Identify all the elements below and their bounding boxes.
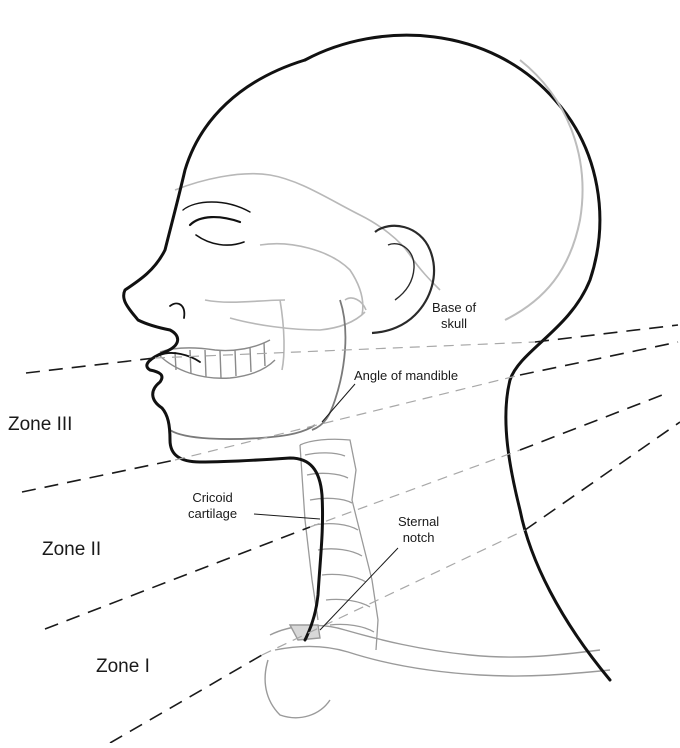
inner-skull-highlight xyxy=(505,60,583,320)
cricoid-cartilage-label: Cricoid cartilage xyxy=(188,490,237,522)
sternal-notch-leader xyxy=(320,548,398,630)
zone-iii-label: Zone III xyxy=(8,414,72,436)
zone-i-label: Zone I xyxy=(96,656,150,678)
zone-i-lower-line-back xyxy=(525,422,680,530)
sternal-notch-label: Sternal notch xyxy=(398,514,439,546)
cricoid-leader xyxy=(254,514,320,519)
skull-back-neck-outline xyxy=(305,35,610,680)
zone-ii-iii-boundary xyxy=(22,460,175,492)
ear xyxy=(372,226,434,333)
skull-outline xyxy=(175,174,440,370)
nose-mouth xyxy=(160,303,200,362)
clavicle-sternum xyxy=(265,625,610,718)
eye xyxy=(183,202,250,245)
jaw-teeth xyxy=(160,340,275,378)
zone-boundaries xyxy=(22,325,680,743)
base-of-skull-label: Base of skull xyxy=(432,300,476,332)
zone-ii-iii-boundary-back xyxy=(520,342,678,375)
angle-of-mandible-label: Angle of mandible xyxy=(354,368,458,384)
zone-ii-label: Zone II xyxy=(42,539,101,561)
zone-i-ii-boundary-back xyxy=(520,392,670,450)
zone-iii-upper-line xyxy=(26,358,155,373)
mandible xyxy=(170,300,345,439)
